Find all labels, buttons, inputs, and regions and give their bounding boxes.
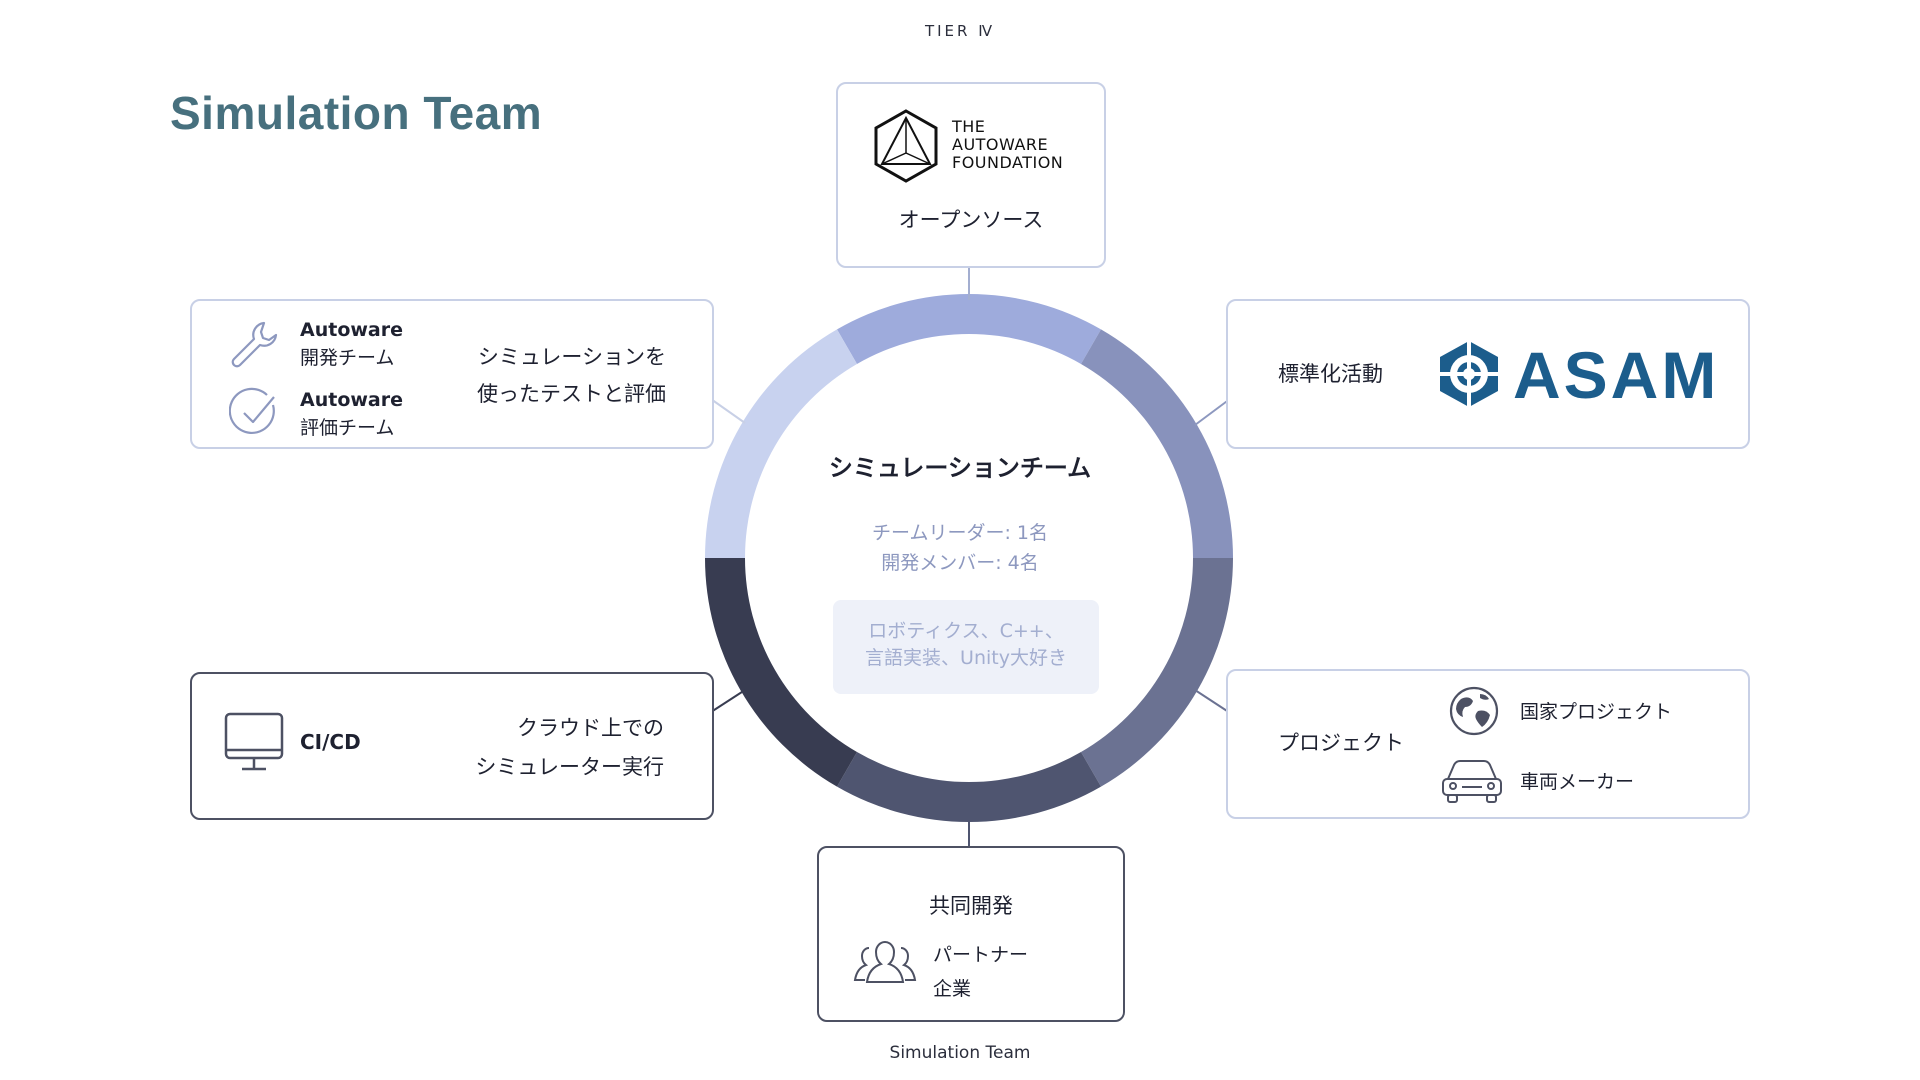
ring-segment-lower-right: [1081, 558, 1233, 787]
footer-label: Simulation Team: [889, 1043, 1031, 1063]
autoware-logo-line-1: THE: [952, 117, 986, 136]
standardization-card: 標準化活動 ASAM: [1226, 299, 1750, 449]
cicd-card: CI/CD クラウド上での シミュレーター実行: [190, 672, 714, 820]
national-project-label: 国家プロジェクト: [1520, 701, 1673, 723]
testing-desc-line-1: シミュレーションを: [477, 345, 666, 369]
projects-label: プロジェクト: [1278, 731, 1404, 755]
partner-line-1: パートナー: [933, 944, 1029, 966]
testing-card: Autoware 開発チーム Autoware 評価チーム シミュレーションを …: [190, 299, 714, 449]
joint-development-label: 共同開発: [929, 894, 1013, 918]
eval-team-sub: 評価チーム: [300, 417, 395, 439]
cicd-desc-line-2: シミュレーター実行: [475, 755, 664, 779]
globe-icon: [1449, 686, 1499, 736]
standardization-label: 標準化活動: [1278, 362, 1383, 386]
car-icon: [1442, 760, 1502, 803]
asam-logo-text: ASAM: [1513, 338, 1720, 412]
skills-line-1: ロボティクス、C++、: [868, 620, 1064, 642]
open-source-card: THE AUTOWARE FOUNDATION オープンソース: [836, 82, 1106, 268]
ring-segment-upper-left: [705, 329, 857, 558]
eval-team-title: Autoware: [300, 389, 403, 411]
ring-segment-bottom: [837, 751, 1101, 822]
ring-segment-upper-right: [1081, 329, 1233, 558]
autoware-logo-line-3: FOUNDATION: [952, 153, 1064, 172]
joint-development-card: 共同開発 パートナー 企業: [817, 846, 1125, 1022]
vehicle-maker-label: 車両メーカー: [1520, 771, 1635, 793]
team-leader-count: チームリーダー: 1名: [872, 522, 1048, 544]
open-source-label: オープンソース: [898, 208, 1044, 232]
testing-desc-line-2: 使ったテストと評価: [477, 382, 666, 406]
skills-box: ロボティクス、C++、 言語実装、Unity大好き: [833, 600, 1099, 694]
asam-logo: [1436, 339, 1502, 409]
team-ring: [705, 294, 1233, 822]
brand-logo: TIER Ⅳ: [924, 22, 996, 40]
dev-team-title: Autoware: [300, 319, 403, 341]
partner-line-2: 企業: [933, 978, 972, 1000]
page-title: Simulation Team: [170, 87, 543, 139]
ring-segment-lower-left: [705, 558, 857, 787]
autoware-logo-text: THE AUTOWARE FOUNDATION: [952, 118, 1063, 172]
monitor-icon: [224, 712, 284, 771]
dev-team-sub: 開発チーム: [300, 347, 395, 369]
autoware-foundation-logo: [874, 109, 938, 183]
ring-segment-top: [837, 294, 1101, 365]
skills-line-2: 言語実装、Unity大好き: [865, 647, 1067, 669]
cicd-label: CI/CD: [300, 730, 361, 754]
center-title: シミュレーションチーム: [828, 454, 1092, 482]
wrench-icon: [231, 321, 278, 368]
cicd-desc-line-1: クラウド上での: [517, 716, 664, 740]
developer-count: 開発メンバー: 4名: [881, 552, 1039, 574]
autoware-logo-line-2: AUTOWARE: [952, 135, 1049, 154]
check-circle-icon: [229, 387, 275, 434]
projects-card: プロジェクト 国家プロジェクト 車両メーカー: [1226, 669, 1750, 819]
people-icon: [853, 940, 917, 983]
